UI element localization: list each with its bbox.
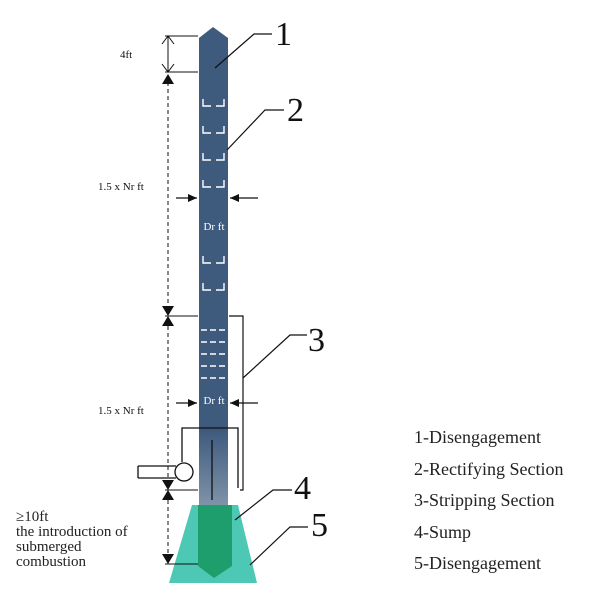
- dim-label-rectifying: 1.5 x Nr ft: [98, 181, 144, 193]
- reboiler-pipe: [181, 427, 239, 488]
- legend-item-4: 4-Sump: [414, 521, 472, 542]
- sump-note-line-1: ≥10ft: [16, 509, 49, 525]
- callout-4: 4: [294, 470, 311, 507]
- sump-note-line-3: submerged: [16, 539, 82, 555]
- callout-5: 5: [311, 507, 328, 544]
- sump-note-line-4: combustion: [16, 554, 86, 570]
- callout-3: 3: [308, 322, 325, 359]
- callout-1: 1: [275, 16, 292, 53]
- diameter-label-upper: Dr ft: [203, 221, 224, 233]
- legend-item-3: 3-Stripping Section: [414, 490, 555, 510]
- rectifying-trays: [202, 99, 225, 291]
- stripping-bracket: [229, 315, 244, 491]
- sump-note-line-2: the introduction of: [16, 524, 128, 540]
- diameter-label-lower: Dr ft: [203, 395, 224, 407]
- column-lower-fade: [199, 430, 228, 505]
- column-body: [199, 27, 228, 430]
- dimension-lines: [161, 35, 198, 565]
- legend: 1-Disengagement 2-Rectifying Section 3-S…: [414, 426, 563, 584]
- callout-2: 2: [287, 92, 304, 129]
- legend-item-2: 2-Rectifying Section: [414, 458, 564, 479]
- diameter-arrows: [176, 194, 258, 407]
- dim-label-top: 4ft: [120, 49, 132, 61]
- sump-height-note: ≥10ft the introduction of submerged comb…: [16, 510, 166, 570]
- callout-leaders: [214, 33, 308, 566]
- legend-item-5: 5-Disengagement: [414, 553, 541, 573]
- reboiler-pump-icon: [174, 462, 194, 482]
- dimension-arrowheads: [162, 74, 174, 564]
- stripping-trays: [201, 329, 226, 379]
- sump: [198, 505, 232, 578]
- legend-item-1: 1-Disengagement: [414, 427, 541, 447]
- dim-label-stripping: 1.5 x Nr ft: [98, 405, 144, 417]
